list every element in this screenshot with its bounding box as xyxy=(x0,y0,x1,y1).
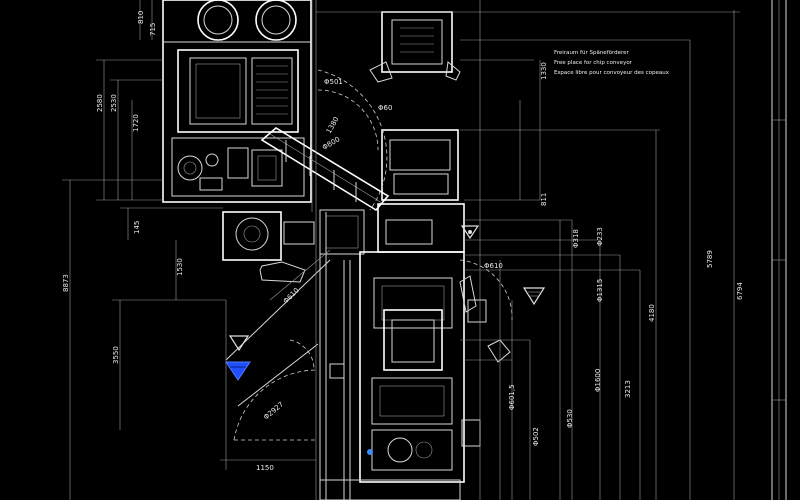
dim-1150: 1150 xyxy=(256,464,274,472)
dim-811: 811 xyxy=(540,193,548,206)
chip-conveyor-note: Freiraum für Späneförderer Free place fo… xyxy=(554,50,670,76)
dim-715: 715 xyxy=(149,23,157,36)
left-lower-component xyxy=(222,209,365,283)
dim-phi601-5: Φ601,5 xyxy=(508,384,516,410)
dim-phi60: Φ60 xyxy=(378,104,392,112)
diagonal-conveyor xyxy=(260,127,390,212)
dim-phi502: Φ502 xyxy=(532,427,540,446)
dim-8873: 8873 xyxy=(62,274,70,292)
dim-phi1600: Φ1600 xyxy=(594,369,602,392)
central-machine-column xyxy=(319,129,465,500)
dim-phi1315: Φ1315 xyxy=(596,279,604,302)
dim-1330: 1330 xyxy=(540,62,548,80)
dim-1720: 1720 xyxy=(132,114,140,132)
dim-phi318: Φ318 xyxy=(572,229,580,248)
note-line-2: Free place for chip conveyor xyxy=(554,60,633,66)
floor-marker-icon xyxy=(228,225,546,352)
dim-5789: 5789 xyxy=(706,250,714,268)
dim-4180: 4180 xyxy=(648,304,656,322)
dim-145: 145 xyxy=(133,221,141,234)
dim-3213: 3213 xyxy=(624,380,632,398)
title-block-frame xyxy=(771,0,787,500)
horizontal-dimension-lines xyxy=(220,11,740,470)
dim-6794: 6794 xyxy=(736,282,744,300)
dim-phi233: Φ233 xyxy=(596,227,604,246)
note-line-1: Freiraum für Späneförderer xyxy=(554,50,630,56)
vertical-dimension-lines xyxy=(62,0,735,500)
floor-marker-blue-icon xyxy=(225,361,251,381)
dim-phi530: Φ530 xyxy=(566,409,574,428)
right-side-parts xyxy=(459,275,511,447)
dim-1530: 1530 xyxy=(176,258,184,276)
small-markers xyxy=(367,230,472,455)
dim-810: 810 xyxy=(137,11,145,24)
upper-machine-block xyxy=(162,0,312,203)
swing-arcs xyxy=(233,69,513,441)
dim-2580: 2580 xyxy=(96,94,104,112)
dim-phi501: Φ501 xyxy=(324,78,343,86)
dim-2530: 2530 xyxy=(110,94,118,112)
note-line-3: Espace libre pour convoyeur des copeaux xyxy=(554,70,670,76)
dim-phi610: Φ610 xyxy=(484,262,503,270)
dim-3550: 3550 xyxy=(112,346,120,364)
